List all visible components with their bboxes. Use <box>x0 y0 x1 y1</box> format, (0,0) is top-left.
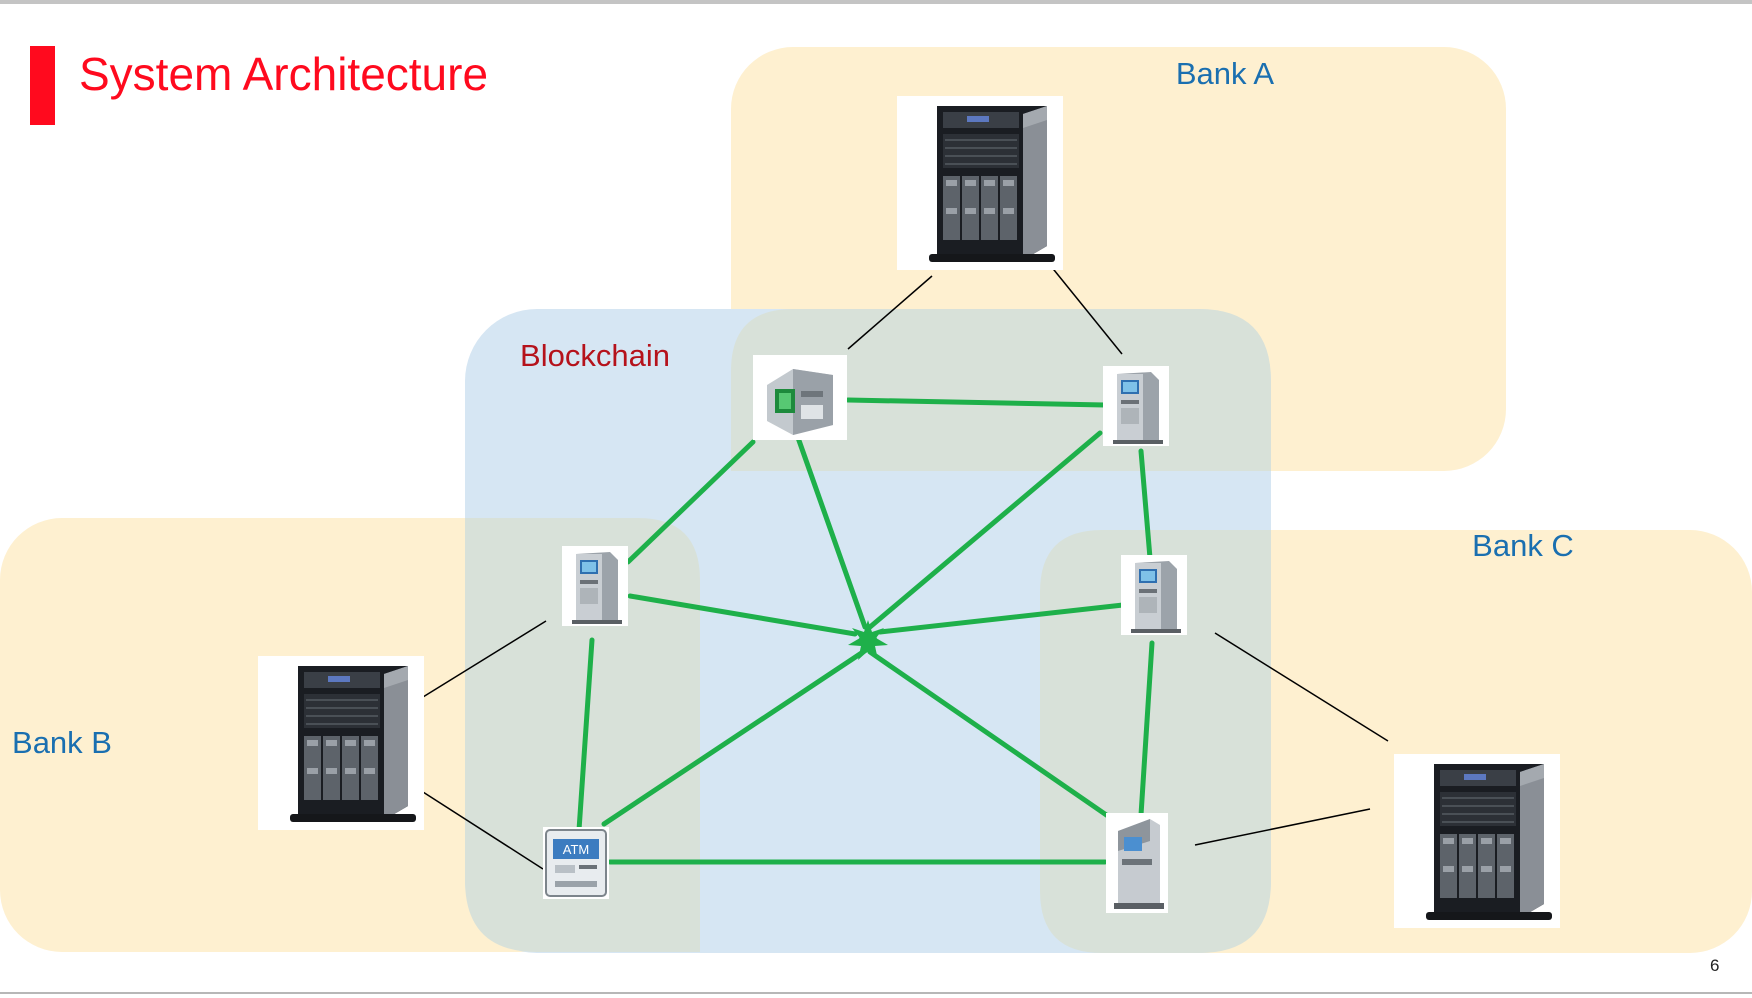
atm-screen-text: ATM <box>563 842 589 857</box>
atm-a1-icon <box>753 355 847 440</box>
link-atm-a1-hub <box>793 429 868 630</box>
atm-b1-icon <box>562 546 628 626</box>
bank-b-server-icon <box>257 655 425 831</box>
bank-c-link-top <box>1214 632 1389 742</box>
slide-title: System Architecture <box>79 48 489 100</box>
atm-b2-icon: ATM <box>543 827 609 899</box>
bank-b-link-bottom <box>422 791 544 870</box>
bank-a-link-left <box>847 275 933 350</box>
link-atm-b1-atm-b2 <box>576 637 595 833</box>
page-number: 6 <box>1710 956 1720 975</box>
link-atm-a2-hub <box>867 430 1103 630</box>
link-hub-atm-c1 <box>877 602 1126 635</box>
bank-b-label: Bank B <box>12 725 112 760</box>
bank-c-link-bottom <box>1194 808 1371 846</box>
link-atm-a1-atm-b1 <box>625 439 756 565</box>
bottom-border <box>0 992 1752 994</box>
network-hub-icon <box>848 620 888 660</box>
bank-c-server-icon <box>1393 753 1561 929</box>
blockchain-bank-b-overlap <box>465 518 700 952</box>
top-border <box>0 0 1752 4</box>
bank-a-server-icon <box>896 95 1064 271</box>
bank-b-link-top <box>422 620 547 698</box>
atm-c1-icon <box>1121 555 1187 635</box>
bank-a-label: Bank A <box>1176 56 1275 91</box>
title-accent-bar <box>30 46 55 125</box>
link-atm-a2-atm-c1 <box>1138 448 1153 561</box>
link-atm-a1-atm-a2 <box>845 397 1108 408</box>
network-links <box>576 397 1155 865</box>
atm-c2-icon <box>1106 813 1168 913</box>
bank-links <box>422 264 1389 870</box>
link-hub-atm-b2 <box>601 647 869 827</box>
link-atm-b1-hub <box>627 593 858 637</box>
bank-a-link-right <box>1049 264 1123 355</box>
atm-a2-icon <box>1103 366 1169 446</box>
blockchain-label: Blockchain <box>520 338 670 373</box>
bank-c-label: Bank C <box>1472 528 1574 563</box>
blockchain-bank-c-overlap <box>1040 530 1271 953</box>
link-atm-c1-atm-c2 <box>1138 640 1155 818</box>
link-hub-atm-c2 <box>867 649 1121 826</box>
